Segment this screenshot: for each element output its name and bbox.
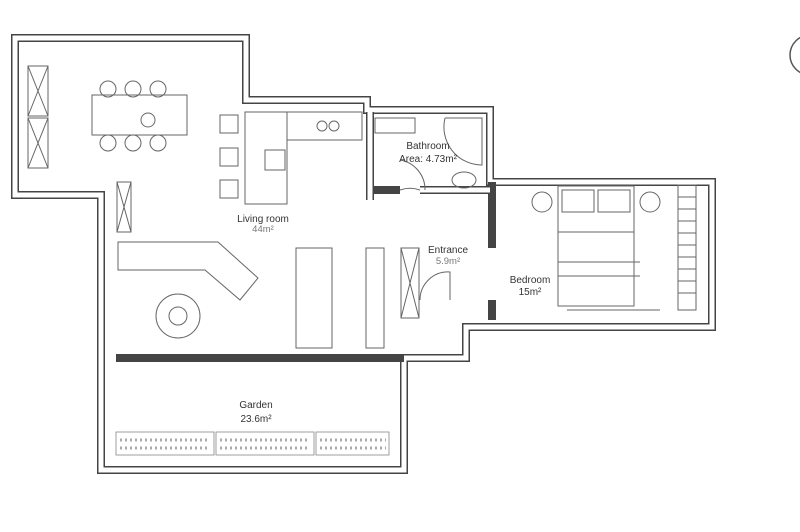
room-label-living: Living room [237,214,289,225]
room-area-entrance: 5.9m² [436,256,460,267]
garden-planters [115,431,390,456]
wall-cabinets [27,65,132,233]
walls [11,34,716,474]
room-label-bedroom: Bedroom [510,275,551,286]
room-area-living: 44m² [252,224,274,235]
bathroom-fixtures [374,117,483,189]
compass-icon [789,36,800,74]
room-area-garden: 23.6m² [240,414,272,425]
kitchen [219,111,363,205]
bed [531,185,661,311]
room-label-bathroom: Bathroom [406,141,449,152]
room-label-garden: Garden [239,400,272,411]
sofa [117,241,420,349]
room-label-entrance: Entrance [428,245,468,256]
balcony-rail [677,184,697,311]
room-area-bedroom: 15m² [519,287,542,298]
dining-table [91,80,188,152]
room-area-bathroom: Area: 4.73m² [399,154,457,165]
